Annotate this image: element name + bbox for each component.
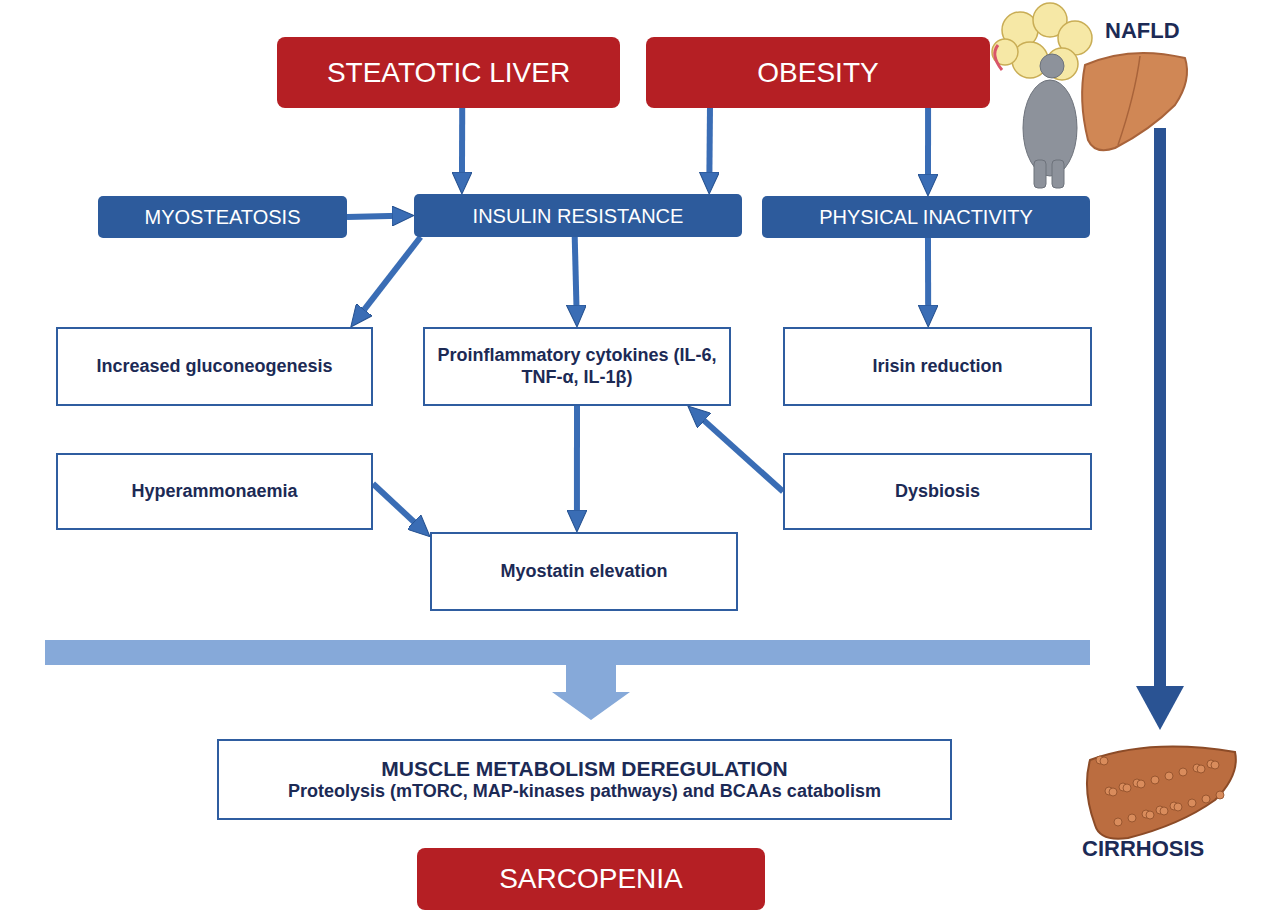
nodule xyxy=(1123,784,1131,792)
arrow-connector xyxy=(706,108,713,180)
result-box: MUSCLE METABOLISM DEREGULATIONProteolysi… xyxy=(217,739,952,820)
adipocytes xyxy=(992,3,1092,80)
nodule xyxy=(1165,772,1173,780)
stage-label: CIRRHOSIS xyxy=(1082,836,1204,862)
box-text: Proinflammatory cytokines (IL-6, TNF-α, … xyxy=(437,345,717,388)
box-text: MYOSTEATOSIS xyxy=(145,205,301,229)
progression-head xyxy=(1136,686,1184,730)
nodule xyxy=(1128,814,1136,822)
box-text: INSULIN RESISTANCE xyxy=(473,204,684,228)
nodule xyxy=(1197,765,1205,773)
nodule xyxy=(1211,761,1219,769)
box-text: Proteolysis (mTORC, MAP-kinases pathways… xyxy=(288,781,881,803)
arrow-connector xyxy=(459,108,465,180)
nodule xyxy=(1146,811,1154,819)
box-text: MUSCLE METABOLISM DEREGULATION xyxy=(381,756,787,781)
effect-box: Dysbiosis xyxy=(783,453,1092,530)
cirrhotic-liver xyxy=(1087,747,1236,839)
arrow-connector xyxy=(698,415,783,491)
arrow-connector xyxy=(925,238,931,313)
nodule xyxy=(1151,776,1159,784)
progression-arrow xyxy=(1154,128,1166,690)
nodule xyxy=(1188,799,1196,807)
nodule xyxy=(1100,757,1108,765)
box-text: PHYSICAL INACTIVITY xyxy=(819,205,1033,229)
arrow-connector xyxy=(574,406,580,518)
disease-box: OBESITY xyxy=(646,37,990,108)
nodule xyxy=(1216,791,1224,799)
nodule xyxy=(1109,788,1117,796)
arrow-connector xyxy=(373,484,420,527)
vessel xyxy=(995,45,1002,70)
box-text: SARCOPENIA xyxy=(499,862,683,896)
mechanism-box: PHYSICAL INACTIVITY xyxy=(762,196,1090,238)
effect-box: Myostatin elevation xyxy=(430,532,738,611)
outcome-box: SARCOPENIA xyxy=(417,848,765,910)
mechanism-box: MYOSTEATOSIS xyxy=(98,196,347,238)
box-text: Hyperammonaemia xyxy=(131,481,297,503)
liver-lobe-line xyxy=(1118,56,1140,145)
effect-box: Increased gluconeogenesis xyxy=(56,327,373,406)
box-text: STEATOTIC LIVER xyxy=(327,56,570,90)
effect-box: Irisin reduction xyxy=(783,327,1092,406)
collector-band xyxy=(45,640,1090,665)
obese-figure xyxy=(1023,54,1077,188)
box-text: Increased gluconeogenesis xyxy=(96,356,332,378)
liver-nodules xyxy=(1096,756,1224,826)
stage-label: NAFLD xyxy=(1105,18,1180,44)
arrow-connector xyxy=(575,237,577,313)
box-text: Irisin reduction xyxy=(872,356,1002,378)
mechanism-box: INSULIN RESISTANCE xyxy=(414,194,742,237)
arrow-connector xyxy=(347,216,400,217)
arrow-connector xyxy=(359,237,420,316)
nodule xyxy=(1137,780,1145,788)
arrow-connector xyxy=(925,108,931,182)
box-text: Dysbiosis xyxy=(895,481,980,503)
box-text: Myostatin elevation xyxy=(500,561,667,583)
nodule xyxy=(1179,768,1187,776)
illustration xyxy=(45,3,1236,839)
liver xyxy=(1082,53,1187,150)
box-text: OBESITY xyxy=(757,56,878,90)
nodule xyxy=(1202,795,1210,803)
disease-box: STEATOTIC LIVER xyxy=(277,37,620,108)
nodule xyxy=(1174,803,1182,811)
band-arrow xyxy=(552,665,630,720)
effect-box: Hyperammonaemia xyxy=(56,453,373,530)
nodule xyxy=(1160,807,1168,815)
nodule xyxy=(1114,818,1122,826)
effect-box: Proinflammatory cytokines (IL-6, TNF-α, … xyxy=(423,327,731,406)
